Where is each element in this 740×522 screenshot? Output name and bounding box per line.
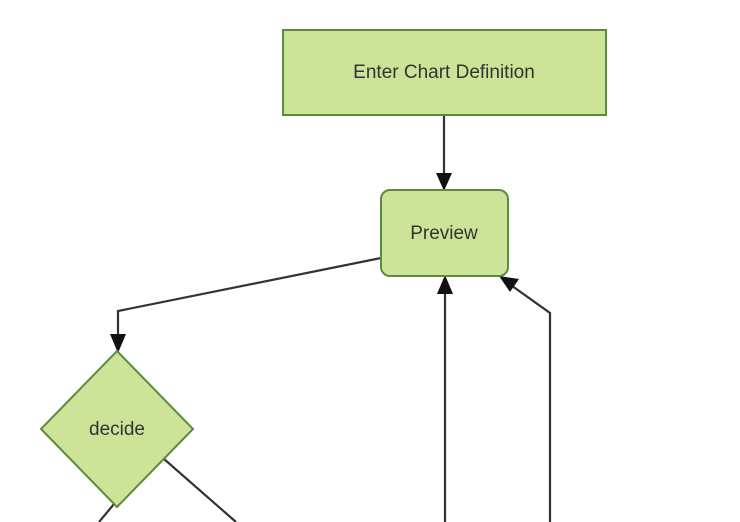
node-decide[interactable]: decide bbox=[39, 349, 195, 509]
node-enter-chart-definition-label: Enter Chart Definition bbox=[353, 62, 535, 83]
edge-enter-to-preview bbox=[436, 115, 452, 191]
node-preview-shape[interactable] bbox=[380, 189, 509, 277]
edge-bottom-center-to-preview-arrowhead bbox=[437, 275, 453, 294]
edge-layer bbox=[98, 115, 552, 522]
edge-preview-to-decide bbox=[110, 256, 382, 353]
edge-enter-to-preview-arrowhead bbox=[436, 173, 452, 191]
edge-bottom-center-to-preview bbox=[437, 275, 453, 522]
edge-decide-right-out bbox=[163, 458, 237, 522]
node-enter-chart-definition[interactable]: Enter Chart Definition bbox=[282, 29, 607, 116]
node-decide-label: decide bbox=[89, 419, 145, 440]
edge-decide-right-out-line bbox=[163, 458, 237, 522]
node-preview-label: Preview bbox=[410, 223, 478, 244]
node-decide-shape[interactable] bbox=[39, 349, 195, 509]
node-enter-chart-definition-shape[interactable] bbox=[282, 29, 607, 116]
edge-bottom-right-to-preview bbox=[499, 276, 552, 522]
edge-bottom-right-to-preview-line bbox=[507, 282, 552, 522]
edge-decide-bottom-out bbox=[98, 503, 115, 522]
edge-preview-to-decide-arrowhead bbox=[110, 334, 126, 353]
edge-preview-to-decide-line bbox=[116, 256, 382, 342]
edge-bottom-right-to-preview-arrowhead bbox=[499, 276, 519, 292]
node-layer: Enter Chart Definition Preview decide bbox=[39, 29, 607, 509]
edge-decide-bottom-out-line bbox=[98, 503, 115, 522]
node-preview[interactable]: Preview bbox=[380, 189, 509, 277]
